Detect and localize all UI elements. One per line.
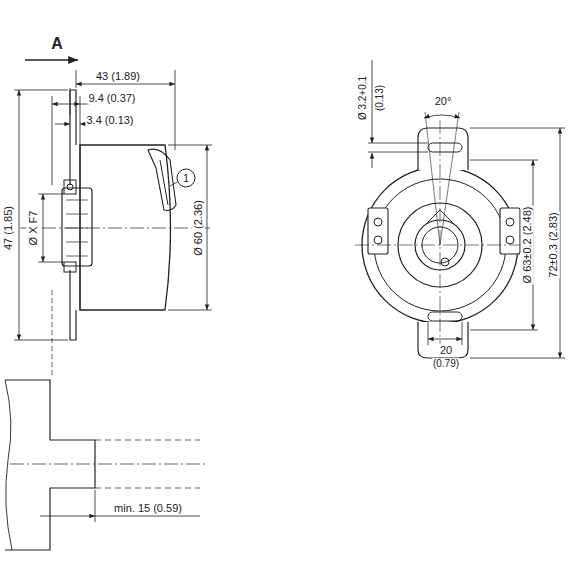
side-view bbox=[20, 90, 210, 375]
dimension-label: Ø 63±0.2 (2.48) bbox=[521, 206, 534, 285]
front-view bbox=[355, 112, 525, 365]
dimension-label: 3.4 (0.13) bbox=[85, 114, 134, 127]
dimension-lines bbox=[368, 60, 565, 358]
dimension-label: 9.4 (0.37) bbox=[87, 92, 136, 105]
dimension-label: 72±0.3 (2.83) bbox=[547, 211, 560, 278]
dimension-label: 43 (1.89) bbox=[95, 70, 141, 83]
dimension-label: 47 (1.85) bbox=[2, 205, 15, 251]
view-arrow bbox=[25, 59, 78, 60]
dimension-lines bbox=[14, 70, 212, 340]
dimension-label: (0.13) bbox=[374, 84, 386, 112]
dimension-label: min. 15 (0.59) bbox=[113, 502, 183, 515]
dimension-label: 20° bbox=[434, 95, 453, 108]
callout-number: 1 bbox=[182, 172, 190, 185]
dimension-label: Ø 3.2+0.1 bbox=[357, 75, 369, 121]
shaft-detail bbox=[5, 380, 205, 550]
dimension-label: (0.79) bbox=[432, 358, 460, 370]
dimension-label: Ø 60 (2.36) bbox=[192, 199, 205, 257]
dimension-label: Ø X F7 bbox=[27, 210, 40, 247]
dimension-label: 20 bbox=[439, 344, 453, 357]
view-label: A bbox=[50, 35, 64, 53]
